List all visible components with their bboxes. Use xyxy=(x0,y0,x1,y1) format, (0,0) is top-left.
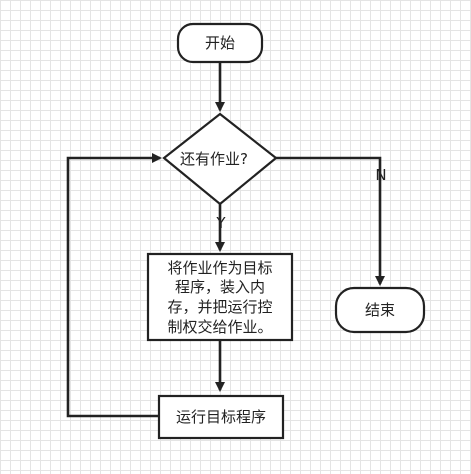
end-label: 结束 xyxy=(365,301,395,319)
no-label: N xyxy=(375,166,386,184)
load-job-line-3: 存，并把运行控 xyxy=(167,298,272,316)
run-program-shape xyxy=(157,394,285,440)
start-label: 开始 xyxy=(205,34,235,52)
edges xyxy=(66,62,385,418)
load-job-line-2: 程序，装入内 xyxy=(175,278,265,296)
decision-label: 还有作业? xyxy=(180,150,248,168)
load-job-line-4: 制权交给作业。 xyxy=(167,318,272,336)
start-node: 开始 xyxy=(176,22,264,64)
end-shape xyxy=(334,286,426,334)
load-job-process-node: 将作业作为目标 程序，装入内 存，并把运行控 制权交给作业。 xyxy=(146,252,294,342)
end-node: 结束 xyxy=(334,286,426,334)
run-program-label: 运行目标程序 xyxy=(176,408,266,426)
run-program-process-node: 运行目标程序 xyxy=(157,394,285,440)
load-job-shape xyxy=(146,252,294,342)
decision-node: 还有作业? xyxy=(162,112,278,206)
edge-decision-no-to-end xyxy=(276,156,385,286)
decision-shape xyxy=(162,112,278,206)
edge-loop-back-to-decision xyxy=(66,153,162,418)
start-shape xyxy=(176,22,264,64)
load-job-line-1: 将作业作为目标 xyxy=(167,259,272,277)
yes-label: Y xyxy=(215,214,226,232)
